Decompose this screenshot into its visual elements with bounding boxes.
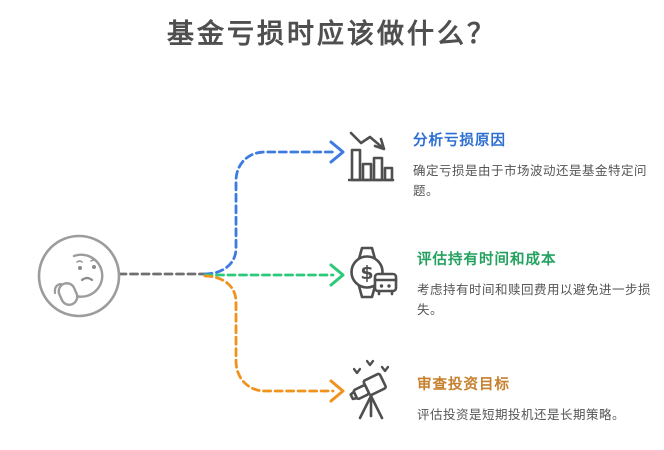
branch-description: 确定亏损是由于市场波动还是基金特定问题。 [413,164,648,198]
watch-dollar-icon: $ [347,245,399,303]
branch-heading: 审查投资目标 [417,377,510,393]
branch-description: 考虑持有时间和赎回费用以避免进一步损失。 [417,283,652,317]
arrowhead-green [329,263,345,287]
branch-line-blue [203,150,335,276]
branch-evaluate-cost: $ 评估持有时间和成本 考虑持有时间和赎回费用以避免进一步损失。 [347,245,653,320]
dollar-symbol: $ [360,262,373,284]
branch-analyze-loss: 分析亏损原因 确定亏损是由于市场波动还是基金特定问题。 [348,127,649,201]
declining-bar-chart-icon [348,127,395,185]
branch-review-goals: 审查投资目标 评估投资是短期投机还是长期策略。 [346,356,653,425]
branch-heading: 分析亏损原因 [413,133,506,149]
telescope-icon [346,356,399,422]
branch-description: 评估投资是短期投机还是长期策略。 [417,408,626,422]
arrowhead-blue [329,140,345,164]
branch-heading: 评估持有时间和成本 [417,252,557,268]
arrowhead-orange [329,379,345,403]
thinking-face-icon [35,232,123,324]
page-title: 基金亏损时应该做什么？ [167,19,497,49]
branch-line-orange [203,274,335,393]
